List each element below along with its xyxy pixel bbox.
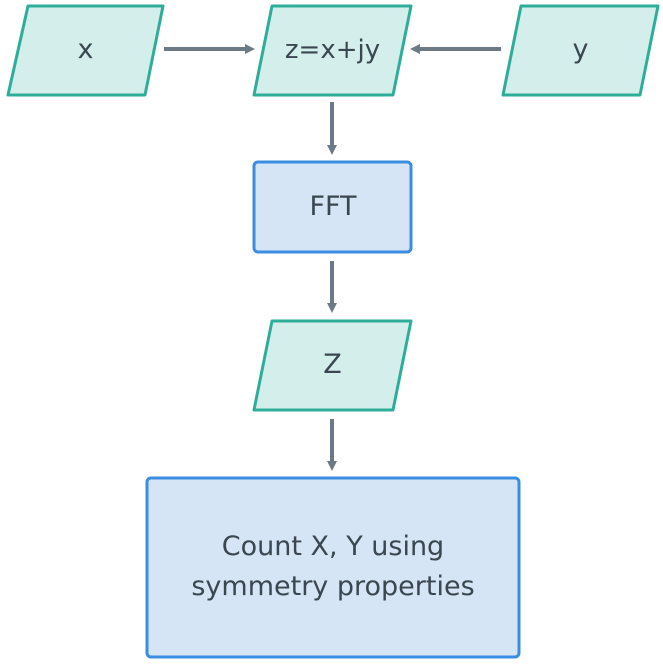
node-z-text: z=x+jy	[284, 35, 381, 65]
node-x-label: x	[8, 6, 163, 95]
node-y-label: y	[503, 6, 658, 95]
node-y-shape	[501, 4, 660, 97]
node-fft-shape	[252, 160, 413, 254]
node-x-text: x	[77, 34, 94, 66]
node-count-line2: symmetry properties	[191, 571, 475, 602]
node-Z-shape	[252, 319, 413, 412]
node-count-line1: Count X, Y using	[221, 530, 445, 562]
node-x-shape	[6, 4, 165, 97]
node-y-text: y	[572, 34, 589, 66]
node-count-shape	[145, 476, 521, 659]
node-fft-text: FFT	[309, 191, 357, 223]
node-Z-label: Z	[254, 321, 411, 410]
node-Z-text: Z	[323, 349, 342, 381]
node-z-label: z=x+jy	[254, 6, 411, 95]
node-count-label: Count X, Y using symmetry properties	[148, 478, 518, 656]
node-fft-label: FFT	[255, 163, 411, 252]
node-z-shape	[252, 4, 413, 97]
